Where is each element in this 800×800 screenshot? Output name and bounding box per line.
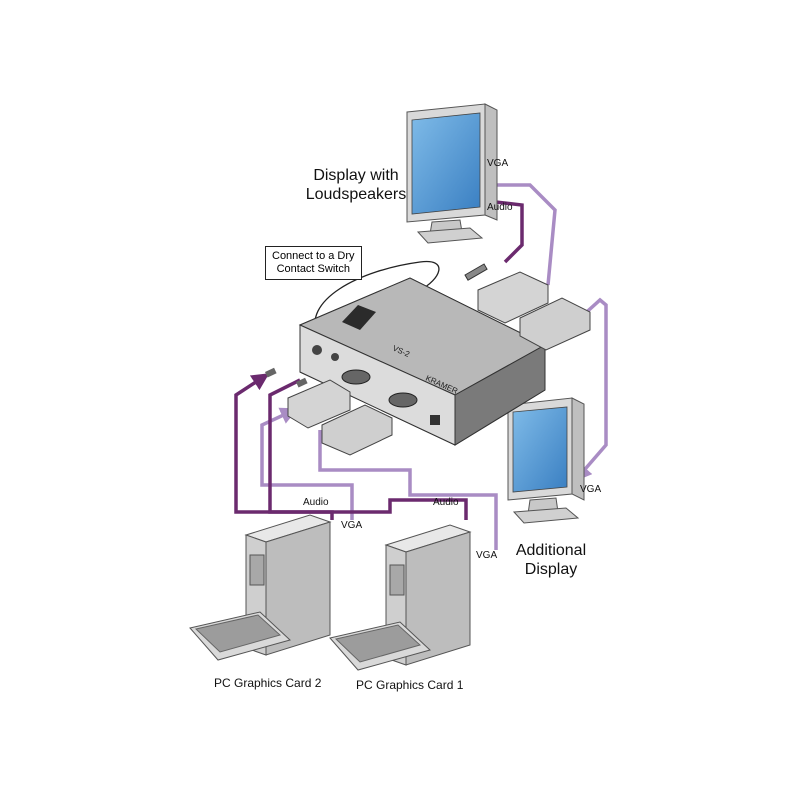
pc2-vga-label: VGA bbox=[341, 520, 363, 531]
vga-connectors-output bbox=[464, 263, 591, 351]
display-right bbox=[507, 397, 585, 524]
cable-audio-pc2 bbox=[234, 373, 334, 520]
pc1-audio-label: Audio bbox=[433, 497, 459, 508]
cables bbox=[234, 176, 608, 550]
cable-vga-display-right bbox=[574, 297, 608, 482]
display-right-vga-label: VGA bbox=[580, 484, 602, 495]
cable-vga-display-top bbox=[469, 176, 557, 286]
dry-contact-wire bbox=[314, 260, 440, 339]
splitter-device: KRAMER VS-2 bbox=[298, 277, 547, 446]
display-right-title-line-2: Display bbox=[524, 561, 578, 578]
display-top-title-line-2: Loudspeakers bbox=[305, 186, 407, 203]
pc-2 bbox=[189, 514, 332, 661]
pc2-caption: PC Graphics Card 2 bbox=[214, 676, 322, 690]
display-top-title-line-1: Display with bbox=[313, 167, 399, 184]
display-top-vga-label: VGA bbox=[487, 158, 509, 169]
display-right-title-line-1: Additional bbox=[515, 542, 587, 559]
display-top-audio-label: Audio bbox=[487, 202, 513, 213]
vga-connectors-input bbox=[265, 367, 393, 456]
display-top-title: Display with Loudspeakers bbox=[300, 166, 412, 204]
display-top bbox=[406, 103, 498, 244]
pc1-caption: PC Graphics Card 1 bbox=[356, 678, 464, 692]
display-right-title: Additional Display bbox=[508, 541, 594, 579]
callout-line-1: Connect to a Dry bbox=[272, 250, 355, 262]
cable-vga-pc1 bbox=[318, 430, 498, 550]
cable-audio-display-top bbox=[469, 192, 524, 264]
pc2-audio-label: Audio bbox=[303, 497, 329, 508]
dry-contact-callout: Connect to a Dry Contact Switch bbox=[265, 246, 362, 280]
kramer-logo-icon bbox=[342, 305, 376, 330]
cable-audio-pc1 bbox=[268, 378, 468, 520]
callout-line-2: Contact Switch bbox=[276, 263, 350, 275]
pc1-vga-label: VGA bbox=[476, 550, 498, 561]
pc-1 bbox=[329, 524, 472, 671]
